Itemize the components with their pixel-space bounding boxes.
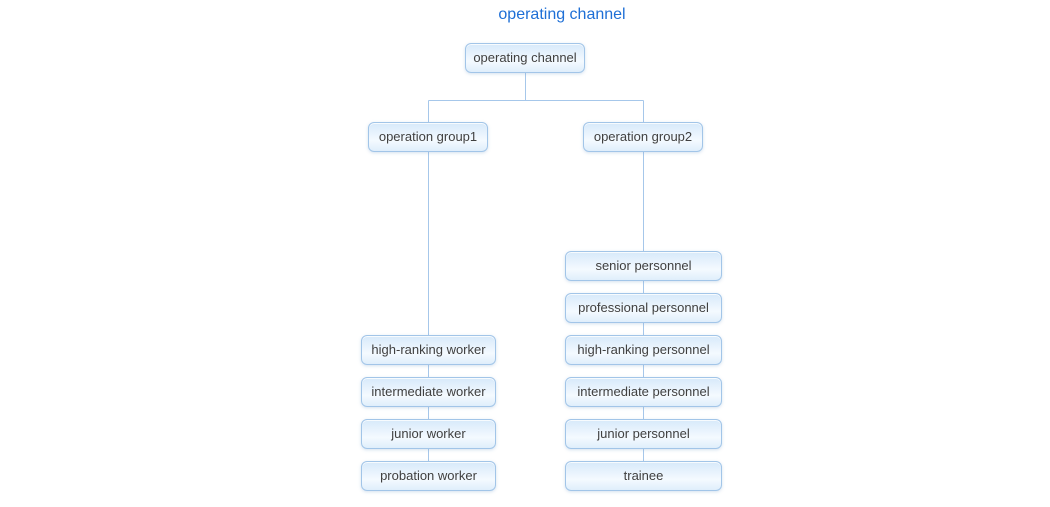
node-probation-worker[interactable]: probation worker: [361, 461, 496, 491]
node-operation-group2[interactable]: operation group2: [583, 122, 703, 152]
node-high-ranking-worker[interactable]: high-ranking worker: [361, 335, 496, 365]
node-professional-personnel[interactable]: professional personnel: [565, 293, 722, 323]
chart-title: operating channel: [498, 6, 626, 23]
node-senior-personnel[interactable]: senior personnel: [565, 251, 722, 281]
node-operating-channel[interactable]: operating channel: [465, 43, 585, 73]
node-junior-worker[interactable]: junior worker: [361, 419, 496, 449]
node-intermediate-personnel[interactable]: intermediate personnel: [565, 377, 722, 407]
node-trainee[interactable]: trainee: [565, 461, 722, 491]
node-junior-personnel[interactable]: junior personnel: [565, 419, 722, 449]
node-intermediate-worker[interactable]: intermediate worker: [361, 377, 496, 407]
node-high-ranking-personnel[interactable]: high-ranking personnel: [565, 335, 722, 365]
node-operation-group1[interactable]: operation group1: [368, 122, 488, 152]
